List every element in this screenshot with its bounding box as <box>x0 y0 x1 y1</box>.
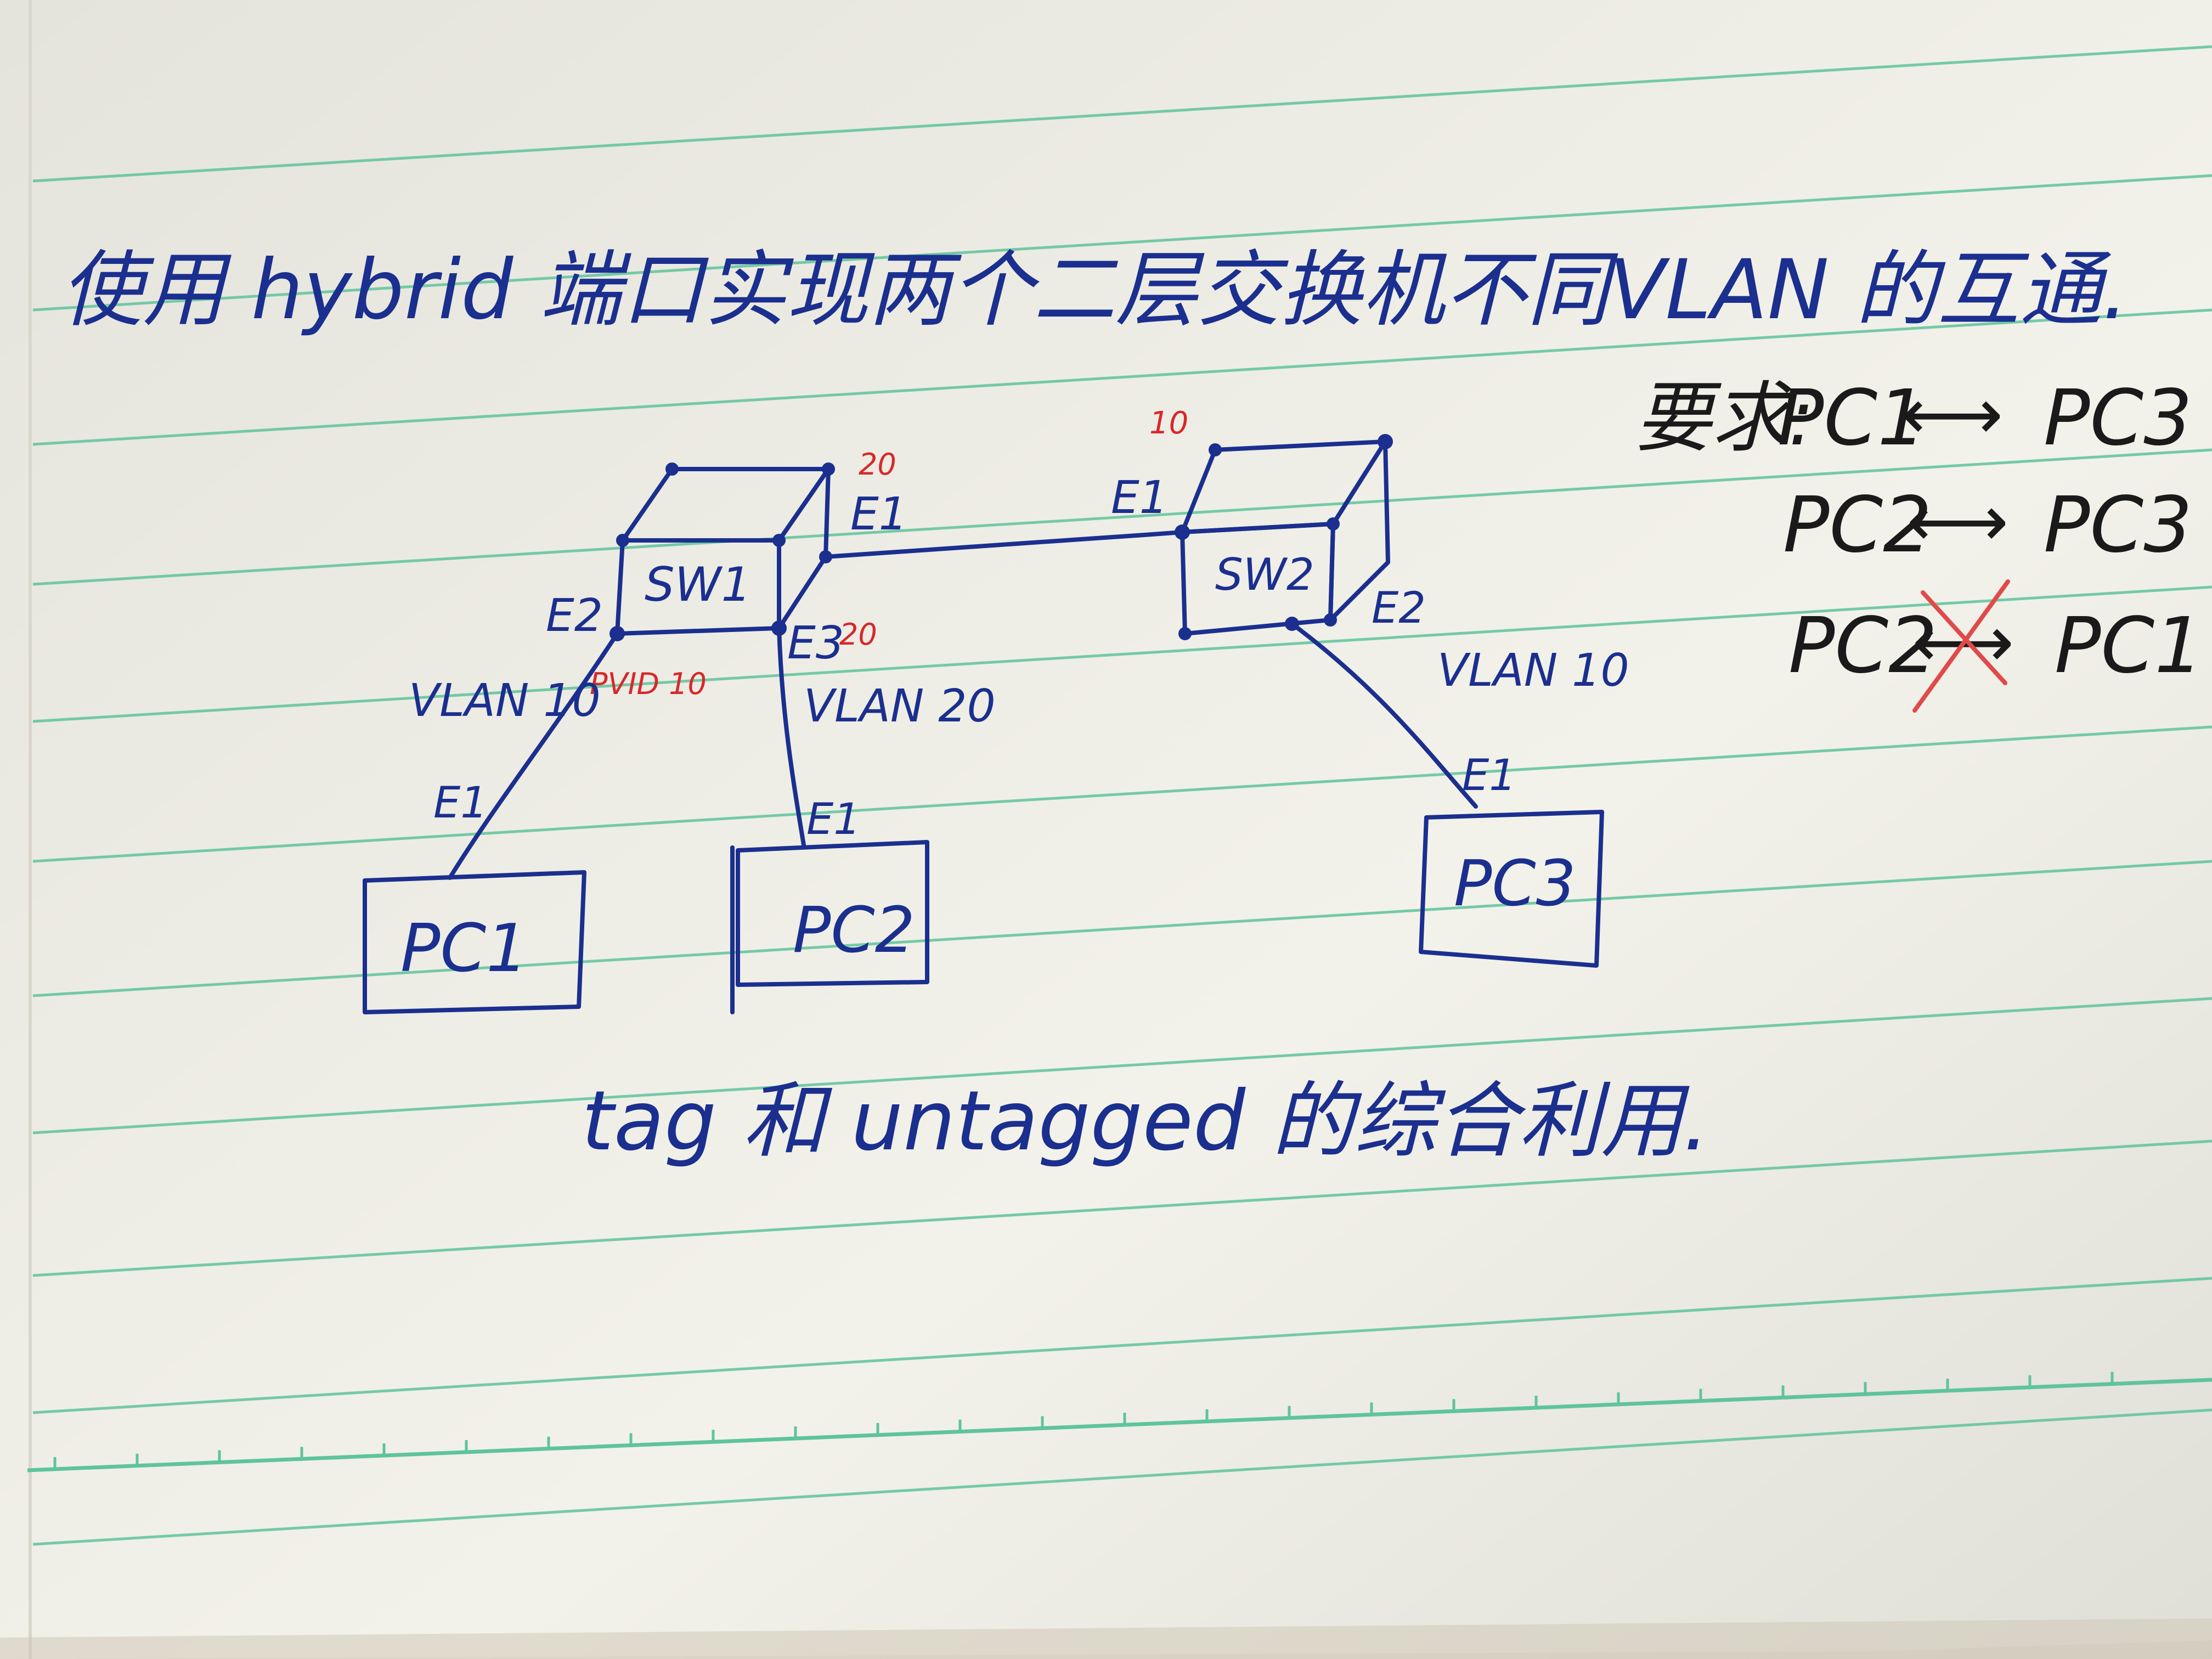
page-subtitle: tag 和 untagged 的综合利用. <box>582 1074 1709 1169</box>
desk-shadow <box>0 1618 2212 1659</box>
switch-sw2: SW2 E1 10 E2 <box>1111 405 1426 640</box>
pc1-outline <box>363 870 586 1014</box>
req-row-1-arrow: ⟷ <box>1901 373 2003 456</box>
link-label-sw1-pc2: VLAN 20 <box>804 680 996 732</box>
pc2-outline <box>736 840 929 987</box>
sw2-vertex <box>1178 627 1192 640</box>
sw2-port-e1-vlan-mark: 10 <box>1149 405 1188 441</box>
rule-line <box>32 308 2212 446</box>
sw1-vertex <box>822 462 835 476</box>
link-sw1-pc2 <box>777 626 806 847</box>
pc1-port-label: E1 <box>433 778 488 828</box>
rule-line <box>32 1139 2212 1277</box>
link-sw2-pc3 <box>1290 622 1478 809</box>
rule-line <box>32 585 2212 723</box>
page-title: 使用 hybrid 端口实现两个二层交换机不同VLAN 的互通. <box>60 242 2128 338</box>
sw2-vertex <box>1327 517 1340 531</box>
req-row-2-from: PC2 <box>1783 481 1932 570</box>
rule-line-bottom <box>27 1378 2212 1472</box>
sw1-port-e1-vlan-mark: 20 <box>859 447 896 482</box>
rule-line <box>32 1277 2212 1414</box>
req-row-1-from: PC1 <box>1778 374 1926 463</box>
pc1-box: PC1 E1 <box>363 778 586 1014</box>
req-row-2-to: PC3 <box>2044 481 2192 570</box>
sw2-port-e2-label: E2 <box>1372 584 1426 633</box>
rule-line <box>32 45 2212 183</box>
rule-line <box>32 997 2212 1135</box>
rule-line <box>32 860 2212 997</box>
sw2-side-face <box>1328 439 1390 622</box>
pc3-label: PC3 <box>1454 847 1576 921</box>
requirements-heading: 要求: <box>1635 374 1814 463</box>
trunk-link-sw1-sw2 <box>823 530 1184 559</box>
requirements-block: 要求: PC1 ⟷ PC3 PC2 ⟷ PC3 PC2 ⟷ PC1 <box>1635 373 2203 713</box>
switch-sw1: SW1 E1 20 E2 PVID 10 E3 20 <box>546 447 907 701</box>
rule-line <box>32 174 2212 312</box>
sw1-label: SW1 <box>645 557 751 612</box>
pc1-label: PC1 <box>400 911 528 987</box>
link-label-sw2-pc3: VLAN 10 <box>1437 645 1629 697</box>
sw2-vertex <box>1378 434 1393 449</box>
req-row-2-arrow: ⟷ <box>1906 479 2008 563</box>
req-row-3-from: PC2 <box>1788 601 1937 691</box>
sw1-vertex <box>665 462 679 476</box>
sw2-port-e1-label: E1 <box>1111 472 1168 524</box>
sw1-vertex <box>616 534 629 547</box>
pc2-label: PC2 <box>793 894 915 967</box>
rule-line <box>32 1408 2212 1546</box>
pc2-port-label: E1 <box>806 795 861 844</box>
sw2-label: SW2 <box>1215 549 1314 600</box>
req-row-3-to: PC1 <box>2055 601 2203 691</box>
pc3-outline <box>1419 810 1604 968</box>
sw2-vertex <box>1324 613 1337 627</box>
sw1-port-e3-label: E3 <box>787 617 844 669</box>
pc3-box: PC3 E1 <box>1419 751 1604 968</box>
sw2-vertex <box>1209 443 1222 456</box>
pc2-box: PC2 E1 <box>730 795 929 1014</box>
sw1-port-e2-label: E2 <box>546 590 603 642</box>
sw1-vertex <box>772 534 786 547</box>
red-cross-mark <box>1912 579 2010 713</box>
ruled-lines <box>27 45 2212 1546</box>
link-sw1-pc1 <box>448 631 619 880</box>
rule-line <box>32 448 2212 586</box>
sw1-port-e1-label: E1 <box>850 488 907 540</box>
rule-line <box>32 725 2212 863</box>
sw1-port-e2-pvid-mark: PVID 10 <box>590 667 707 701</box>
pc3-port-label: E1 <box>1462 751 1516 800</box>
sw1-port-e3-vlan-mark: 20 <box>839 617 877 652</box>
req-row-1-to: PC3 <box>2044 374 2192 463</box>
link-label-sw1-pc1: VLAN 10 <box>409 675 601 727</box>
